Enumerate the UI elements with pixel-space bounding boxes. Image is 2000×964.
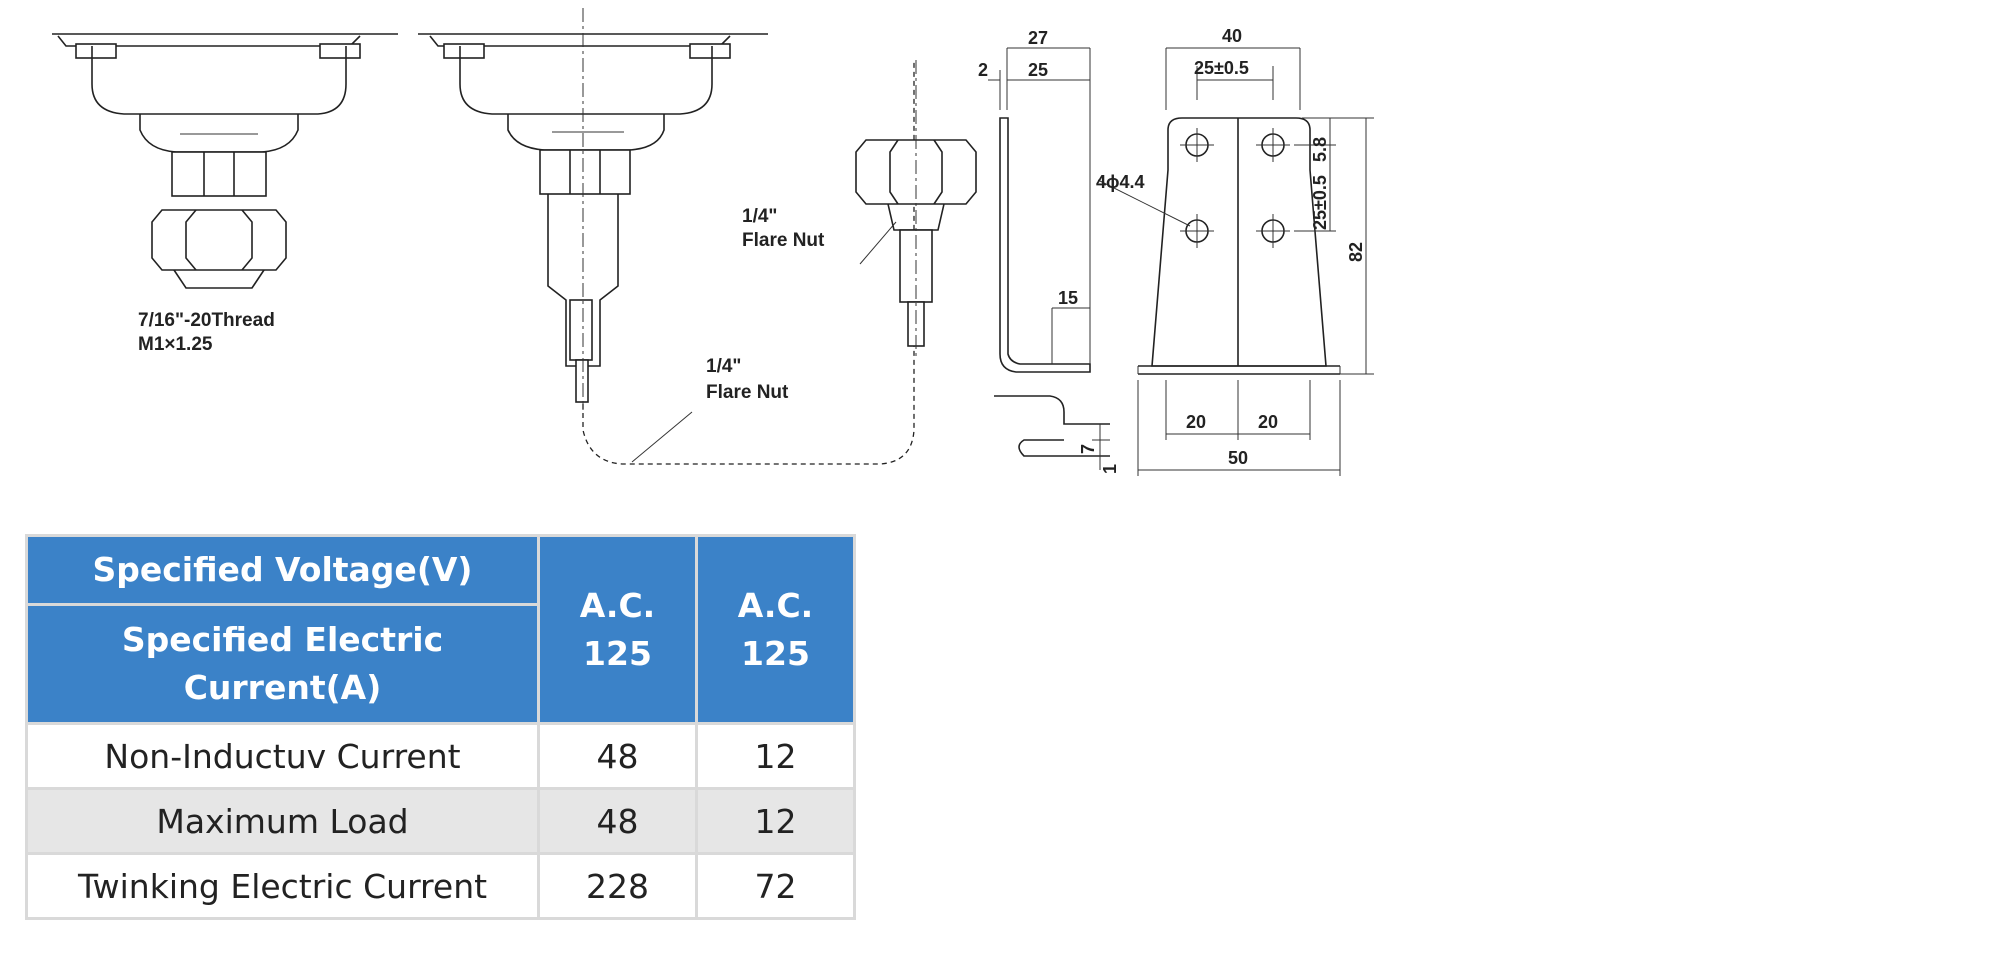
flare-nut-fitting [855,60,977,360]
row-value-1: 48 [537,722,698,790]
header-col-2: A.C. 125 [695,534,856,725]
dim-1: 1 [1100,464,1120,474]
row-value-2: 72 [695,852,856,920]
switch-body-left [52,33,398,289]
header-col-1-line2: 125 [583,633,652,673]
dim-20-right: 20 [1258,412,1278,432]
table-header-row-current: Specified Electric Current(A) [25,603,855,725]
header-col-2-line2: 125 [741,633,810,673]
thread-label-line1: 7/16"-20Thread [138,310,275,331]
dim-25: 25 [1028,60,1048,80]
dim-5-8: 5.8 [1310,137,1330,162]
flare-nut-a-line1: 1/4" [742,206,777,227]
table-row: Non-Inductuv Current 48 12 [25,722,856,790]
flare-nut-a-line2: Flare Nut [742,230,825,251]
dim-27: 27 [1028,28,1048,48]
header-current-label: Specified Electric Current(A) [25,603,540,725]
technical-drawing: 7/16"-20Thread M1×1.25 1/4" Flare Nut 1/… [52,8,1374,476]
bracket-side-view [988,47,1110,470]
dim-7: 7 [1078,444,1098,454]
table-header-row-voltage: Specified Voltage(V) A.C. 125 A.C. 125 [25,534,856,725]
table-row: Maximum Load 48 12 [25,787,856,855]
dim-50: 50 [1228,448,1248,468]
spec-table: Specified Voltage(V) A.C. 125 A.C. 125 S… [25,534,856,920]
dim-15: 15 [1058,288,1078,308]
table-row: Twinking Electric Current 228 72 [25,852,856,920]
hole-spec: 4ϕ4.4 [1096,172,1145,192]
switch-body-capillary [418,8,915,465]
row-label: Twinking Electric Current [25,852,540,920]
thread-label-line2: M1×1.25 [138,334,213,355]
bracket-front-view [1097,47,1374,476]
dim-2: 2 [978,60,988,80]
row-label: Maximum Load [25,787,540,855]
header-voltage-label: Specified Voltage(V) [25,534,540,606]
dim-40: 40 [1222,26,1242,46]
flare-nut-b-line2: Flare Nut [706,382,789,403]
dim-25-tol-horizontal: 25±0.5 [1194,58,1249,78]
row-value-2: 12 [695,787,856,855]
row-value-1: 48 [537,787,698,855]
flare-nut-b-line1: 1/4" [706,356,741,377]
row-value-2: 12 [695,722,856,790]
row-value-1: 228 [537,852,698,920]
header-col-2-line1: A.C. [737,585,814,625]
dim-25-tol-vertical: 25±0.5 [1310,175,1330,230]
dim-20-left: 20 [1186,412,1206,432]
row-label: Non-Inductuv Current [25,722,540,790]
dim-82: 82 [1346,242,1366,262]
header-col-1-line1: A.C. [579,585,656,625]
header-col-1: A.C. 125 [537,534,698,725]
